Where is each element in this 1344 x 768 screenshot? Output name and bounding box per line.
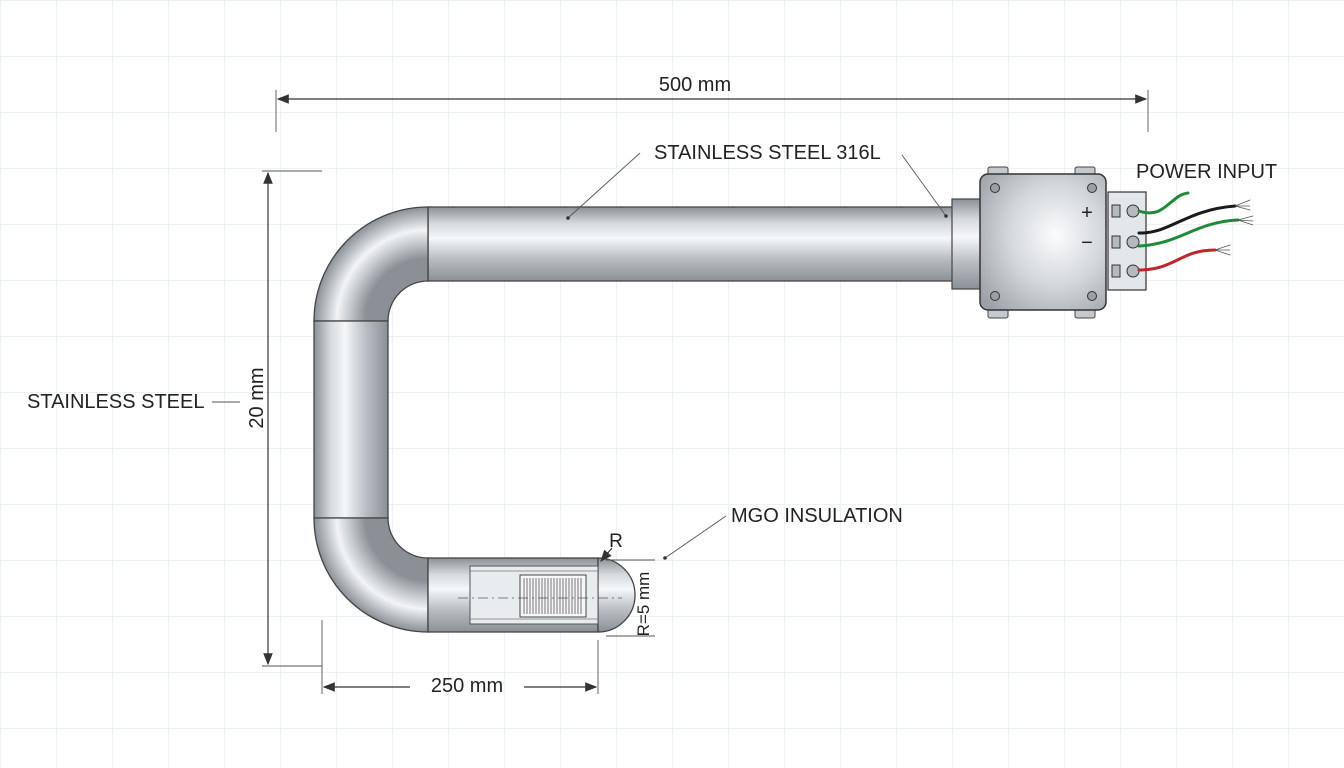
wire-red bbox=[1137, 248, 1217, 272]
wire-black bbox=[1137, 204, 1237, 235]
callout-insulation: MGO INSULATION bbox=[663, 505, 903, 560]
tube-material-label: STAINLESS STEEL 316L bbox=[654, 142, 881, 164]
junction-box-body bbox=[979, 173, 1107, 311]
tube-collar bbox=[951, 198, 983, 290]
junction-box: + − bbox=[951, 166, 1147, 319]
terminal-screws bbox=[1111, 204, 1140, 278]
dimension-overall-length: 500 mm bbox=[275, 74, 1149, 132]
overall-length-label: 500 mm bbox=[659, 74, 731, 96]
callout-side-material: STAINLESS STEEL bbox=[27, 391, 240, 413]
cutaway-section bbox=[458, 565, 622, 625]
terminal-positive-sign: + bbox=[1081, 202, 1093, 224]
bottom-length-label: 250 mm bbox=[431, 675, 503, 697]
tip-radius-symbol: R bbox=[609, 531, 623, 552]
height-label: 20 mm bbox=[246, 367, 268, 428]
terminal-negative-sign: − bbox=[1081, 232, 1093, 254]
coil-windings bbox=[523, 578, 582, 614]
tube-tip bbox=[597, 557, 636, 633]
insulation-label: MGO INSULATION bbox=[731, 505, 903, 527]
tube-bottom-bend bbox=[313, 517, 429, 633]
tube-vertical-straight bbox=[313, 320, 389, 519]
tip-radius-label: R=5 mm bbox=[634, 572, 653, 637]
dimension-bottom-length: 250 mm bbox=[321, 620, 599, 697]
dimension-height: 20 mm bbox=[246, 170, 322, 667]
side-material-label: STAINLESS STEEL bbox=[27, 391, 204, 413]
heating-tube bbox=[313, 206, 955, 633]
wire-strands bbox=[1214, 199, 1254, 256]
power-input-label: POWER INPUT bbox=[1136, 161, 1277, 183]
callout-power-input: POWER INPUT bbox=[1136, 161, 1277, 183]
callout-tube-material: STAINLESS STEEL 316L bbox=[566, 142, 948, 220]
power-wires bbox=[1137, 191, 1254, 272]
wire-green bbox=[1137, 218, 1240, 248]
box-screws bbox=[990, 183, 1097, 301]
tube-top-bend bbox=[313, 206, 429, 322]
tube-top-straight bbox=[427, 206, 955, 282]
dimension-tip-radius: R R=5 mm bbox=[600, 531, 655, 637]
wire-green-top bbox=[1137, 191, 1190, 215]
